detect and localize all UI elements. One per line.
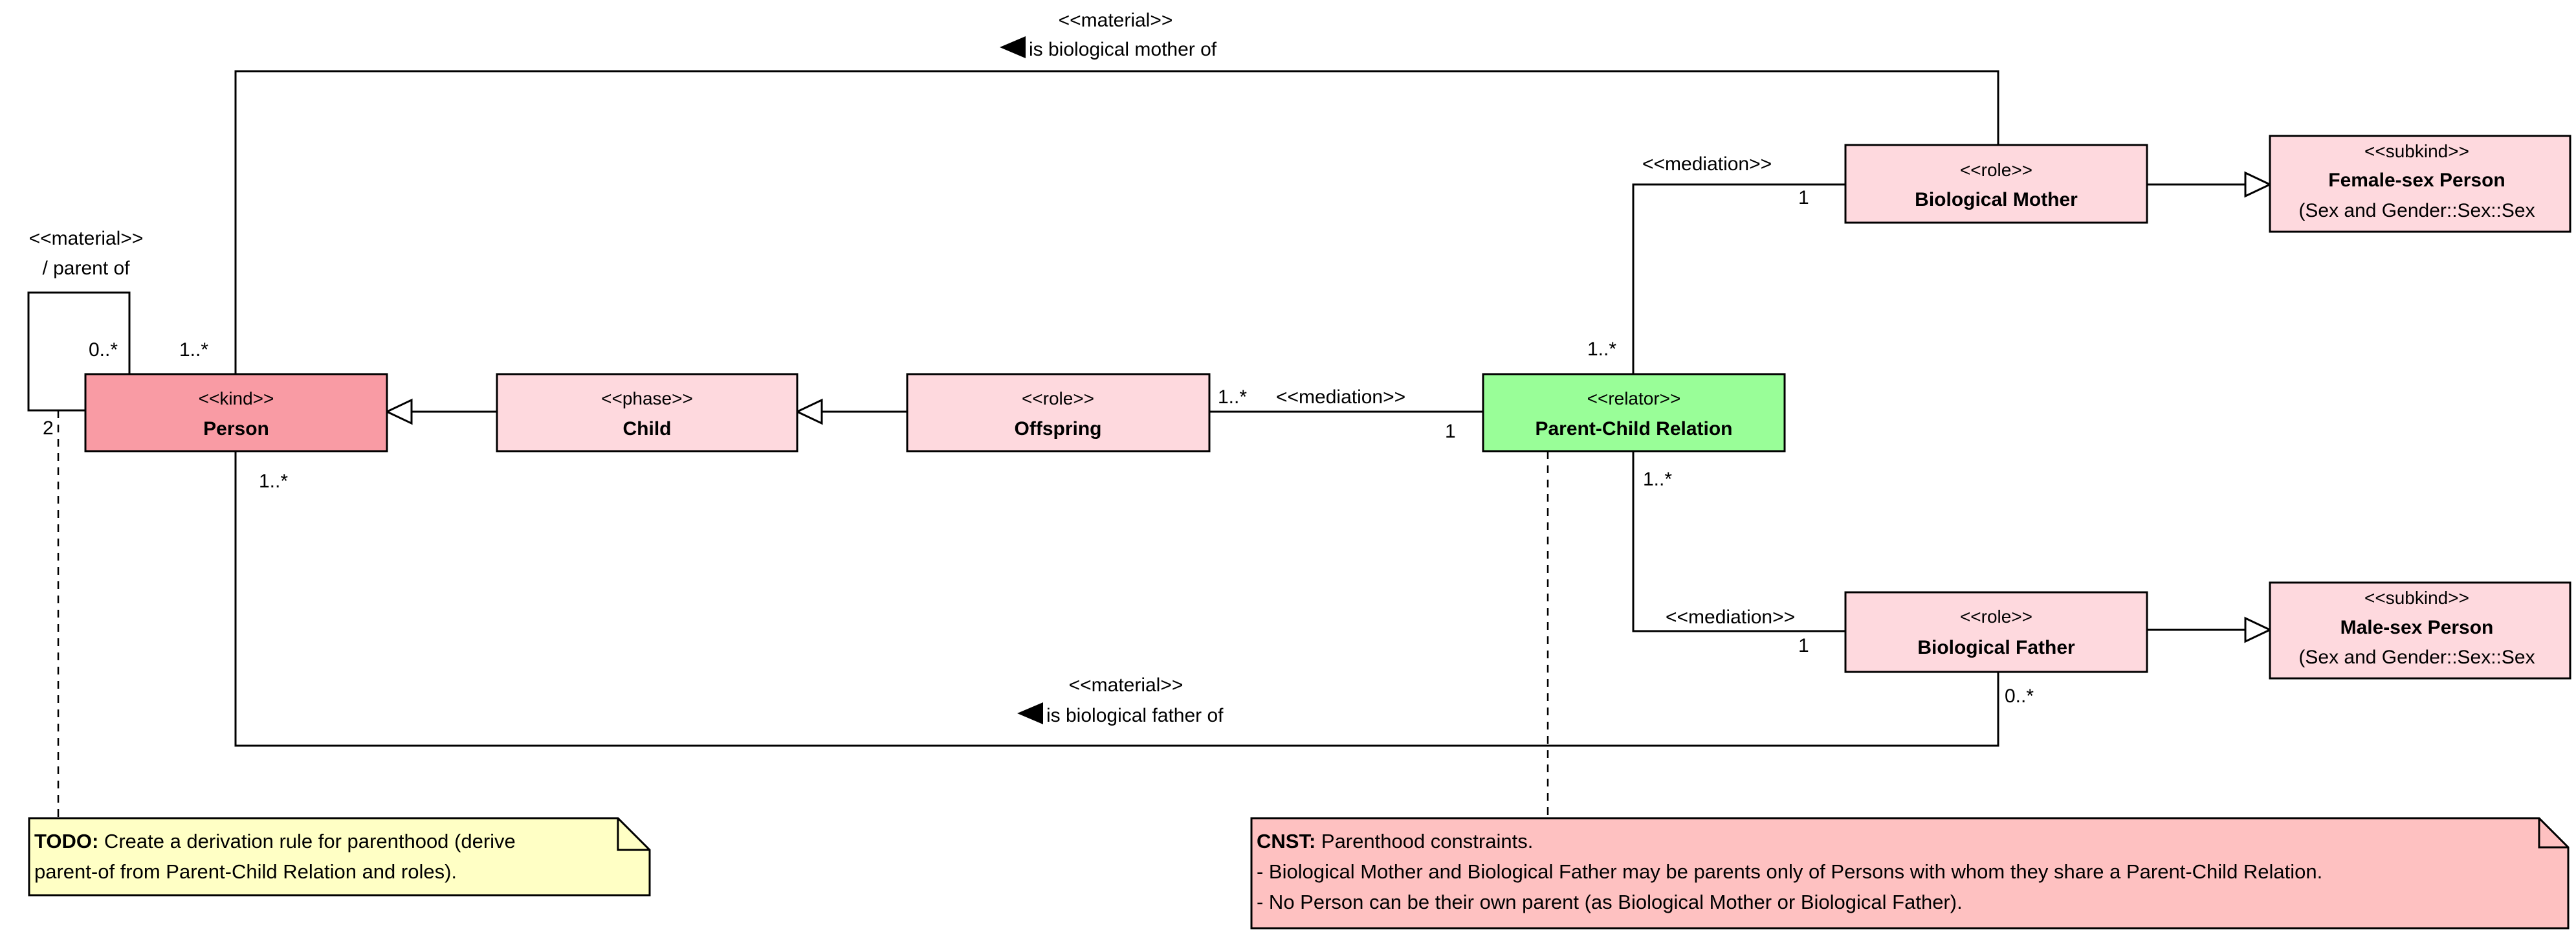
class-male-sex-person-subtitle: (Sex and Gender::Sex::Sex [2298,647,2535,668]
cnst-note-fold [2538,818,2568,849]
cnst-note[interactable]: CNST: Parenthood constraints. - Biologic… [1251,818,2568,928]
mother-of-direction-icon [1000,36,1026,58]
class-child-name: Child [623,418,672,440]
multiplicities: 0..* 2 1..* 1..* 1..* 1 1..* 1..* 1 1 0.… [43,187,2034,707]
multiplicity-self-bottom: 2 [43,418,54,439]
class-biological-father-stereotype: <<role>> [1960,607,2032,627]
class-biological-mother-name: Biological Mother [1915,189,2078,210]
class-person-name: Person [203,418,269,440]
class-female-sex-person[interactable]: <<subkind>> Female-sex Person (Sex and G… [2269,135,2571,233]
mediation-offspring-stereotype: <<mediation>> [1276,386,1405,408]
class-parent-child-relation[interactable]: <<relator>> Parent-Child Relation [1482,373,1786,452]
father-of-line[interactable] [234,451,1999,747]
parent-of-name: / parent of [42,258,130,279]
todo-note-tag: TODO: [34,830,99,852]
class-parent-child-relation-box [1482,373,1786,452]
class-biological-father[interactable]: <<role>> Biological Father [1844,591,2148,673]
mediation-father-stereotype: <<mediation>> [1666,607,1795,628]
multiplicity-father-bottom: 0..* [2005,685,2034,707]
class-offspring[interactable]: <<role>> Offspring [906,373,1211,452]
class-female-sex-person-subtitle: (Sex and Gender::Sex::Sex [2298,200,2535,221]
class-female-sex-person-box [2269,135,2571,233]
multiplicity-relator-bottom: 1..* [1643,469,1672,490]
edges [27,70,2273,818]
mother-of-stereotype: <<material>> [1059,10,1173,31]
todo-note-shape [28,817,651,897]
mediation-mother-line[interactable] [1632,183,1845,374]
mediation-mother-stereotype: <<mediation>> [1642,153,1772,175]
class-male-sex-person-box [2269,581,2571,680]
generalization-arrowhead-male [2244,616,2273,643]
multiplicity-person-top: 1..* [179,339,208,361]
cnst-note-shape [1250,817,2570,930]
class-female-sex-person-name: Female-sex Person [2328,170,2505,191]
multiplicity-offspring-right: 1..* [1218,386,1247,408]
multiplicity-relator-left: 1 [1445,421,1456,442]
generalization-arrowhead-female [2244,171,2273,198]
generalization-arrowhead-person [384,398,413,425]
parent-of-self-loop[interactable] [27,291,131,412]
parent-of-stereotype: <<material>> [29,228,144,249]
class-male-sex-person[interactable]: <<subkind>> Male-sex Person (Sex and Gen… [2269,581,2571,680]
multiplicity-self-top: 0..* [89,339,118,361]
father-of-direction-icon [1017,702,1043,724]
class-biological-mother-box [1844,144,2148,224]
class-parent-child-relation-name: Parent-Child Relation [1535,418,1732,440]
multiplicity-person-bottom: 1..* [259,471,288,492]
class-person-box [84,373,388,452]
class-biological-father-name: Biological Father [1917,637,2075,658]
multiplicity-relator-top: 1..* [1587,339,1616,360]
mother-of-name: is biological mother of [1029,39,1217,60]
cnst-note-text-2: - Biological Mother and Biological Fathe… [1257,860,2323,883]
class-male-sex-person-stereotype: <<subkind>> [2364,588,2469,608]
multiplicity-father-left: 1 [1798,635,1809,656]
class-child-box [496,373,798,452]
father-of-name: is biological father of [1046,705,1224,726]
todo-note[interactable]: TODO: Create a derivation rule for paren… [29,818,650,895]
class-offspring-box [906,373,1211,452]
class-biological-father-box [1844,591,2148,673]
class-biological-mother-stereotype: <<role>> [1960,160,2032,180]
cnst-note-line-1: CNST: Parenthood constraints. [1257,826,2529,856]
class-parent-child-relation-stereotype: <<relator>> [1587,388,1681,408]
class-biological-mother[interactable]: <<role>> Biological Mother [1844,144,2148,224]
generalization-arrowhead-child [795,398,823,425]
father-of-stereotype: <<material>> [1069,674,1183,696]
class-female-sex-person-stereotype: <<subkind>> [2364,141,2469,161]
class-child[interactable]: <<phase>> Child [496,373,798,452]
multiplicity-mother-left: 1 [1798,187,1809,208]
mother-of-line[interactable] [234,70,1999,374]
todo-note-text-1: Create a derivation rule for parenthood … [98,830,516,852]
cnst-note-text-3: - No Person can be their own parent (as … [1257,891,1963,913]
todo-note-text-2: parent-of from Parent-Child Relation and… [34,860,457,883]
cnst-note-tag: CNST: [1257,830,1316,852]
todo-note-fold [617,818,650,851]
mediation-father-line[interactable] [1632,451,1845,632]
class-person-stereotype: <<kind>> [199,388,274,408]
class-male-sex-person-name: Male-sex Person [2340,617,2494,638]
todo-note-line-1: TODO: Create a derivation rule for paren… [34,826,611,856]
class-person[interactable]: <<kind>> Person [84,373,388,452]
class-offspring-name: Offspring [1015,418,1102,440]
association-labels: <<material>> is biological mother of <<m… [29,10,1796,726]
class-offspring-stereotype: <<role>> [1022,388,1094,408]
class-child-stereotype: <<phase>> [601,388,693,408]
cnst-note-text-1: Parenthood constraints. [1316,830,1534,852]
